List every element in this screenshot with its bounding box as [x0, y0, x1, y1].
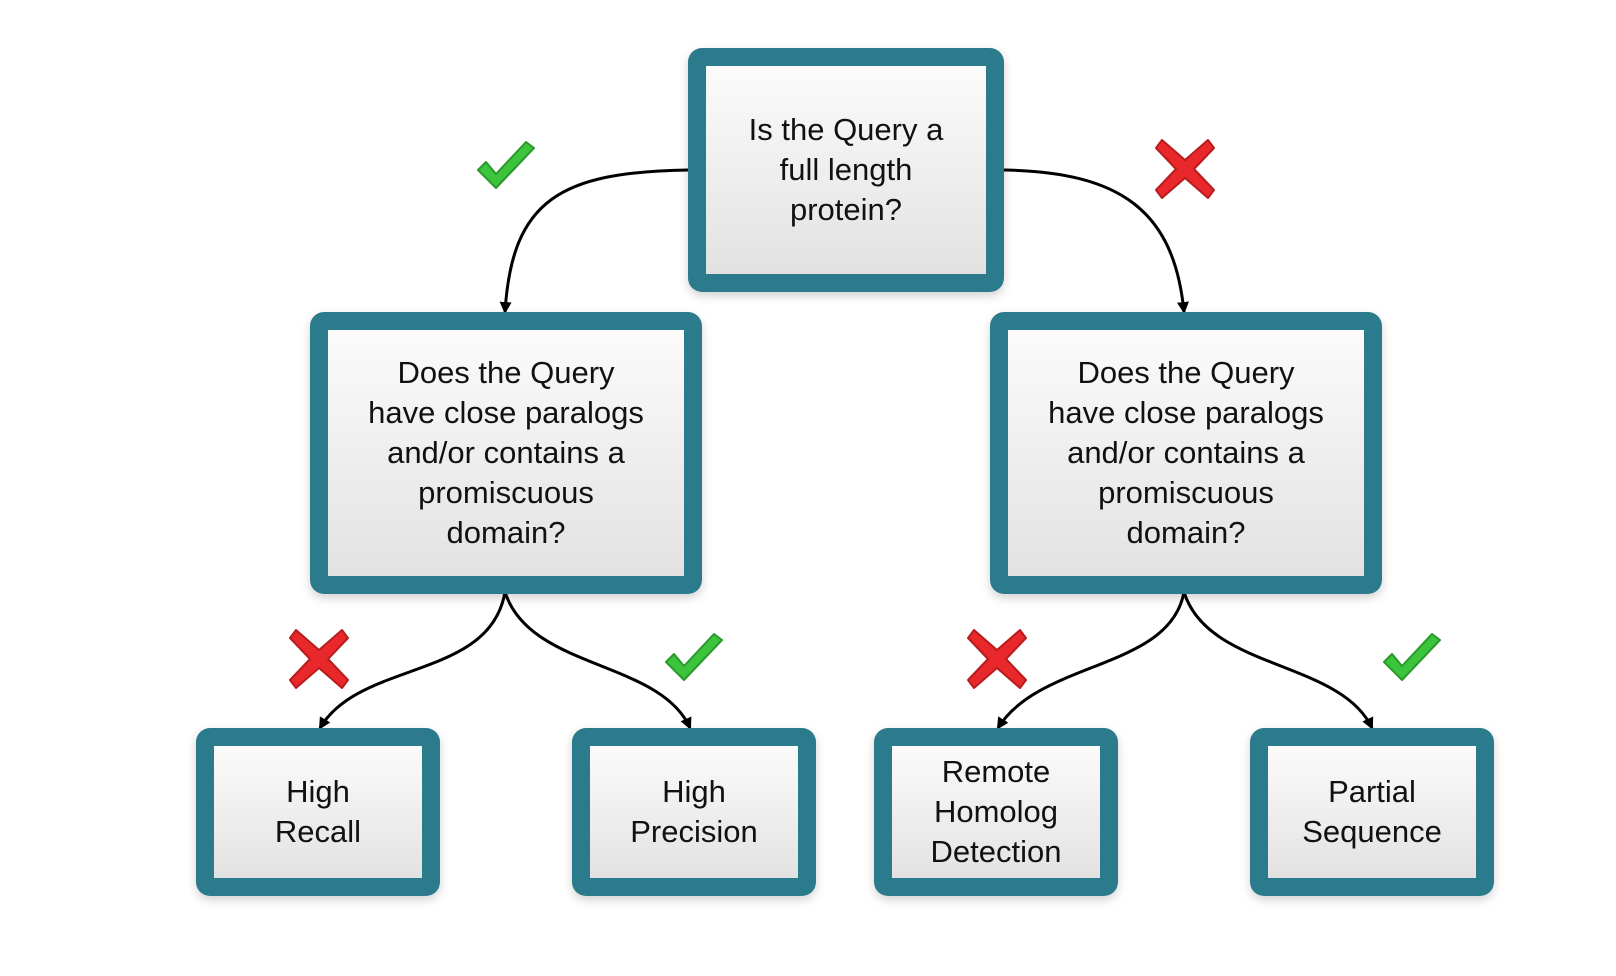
- leaf-high-recall: High Recall: [196, 728, 440, 896]
- edge-right-to-partial-sequence: [1182, 591, 1374, 730]
- root-question-box: Is the Query a full length protein?: [688, 48, 1004, 292]
- leaf-partial-sequence: Partial Sequence: [1250, 728, 1494, 896]
- edge-root-to-right: [1003, 168, 1189, 314]
- check-icon: [1383, 633, 1441, 681]
- edge-left-to-high-recall: [318, 591, 507, 730]
- leaf-partial-sequence-text: Partial Sequence: [1302, 774, 1442, 849]
- check-icon: [665, 633, 723, 681]
- leaf-remote-homolog-text: Remote Homolog Detection: [930, 754, 1062, 869]
- edge-root-to-left: [499, 168, 689, 314]
- root-question-text: Is the Query a full length protein?: [748, 112, 944, 227]
- right-question-box: Does the Query have close paralogs and/o…: [990, 312, 1382, 594]
- edge-right-to-remote-homolog: [996, 591, 1186, 730]
- cross-icon: [967, 629, 1027, 689]
- leaf-high-precision: High Precision: [572, 728, 816, 896]
- leaf-remote-homolog-detection: Remote Homolog Detection: [874, 728, 1118, 896]
- cross-icon: [289, 629, 349, 689]
- check-icon: [477, 141, 535, 189]
- right-question-text: Does the Query have close paralogs and/o…: [1048, 355, 1324, 550]
- leaf-high-precision-text: High Precision: [630, 774, 758, 849]
- leaf-high-recall-text: High Recall: [274, 774, 362, 849]
- edge-left-to-high-precision: [503, 591, 692, 730]
- left-question-text: Does the Query have close paralogs and/o…: [368, 355, 644, 550]
- cross-icon: [1155, 139, 1215, 199]
- left-question-box: Does the Query have close paralogs and/o…: [310, 312, 702, 594]
